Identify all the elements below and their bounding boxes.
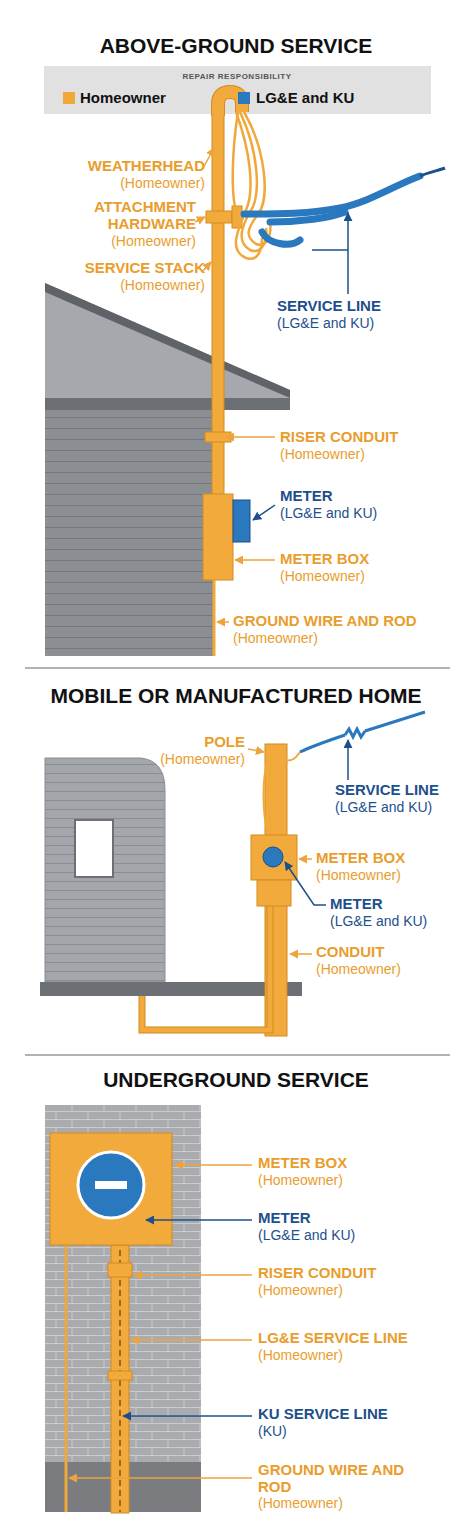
ground-wire — [213, 580, 216, 656]
part-name: KU SERVICE LINE — [258, 1406, 388, 1423]
meter-display — [95, 1181, 127, 1189]
part-name: SERVICE STACK — [85, 260, 205, 277]
responsibility-note: (Homeowner) — [258, 1173, 343, 1188]
conduit-coupling — [108, 1263, 132, 1277]
pole-meter — [263, 847, 283, 867]
roof-eave — [45, 398, 290, 410]
part-name: METER — [330, 896, 383, 913]
responsibility-note: (Homeowner) — [280, 569, 365, 584]
responsibility-note: (LG&E and KU) — [330, 914, 427, 929]
part-name: WEATHERHEAD — [88, 158, 205, 175]
window — [75, 820, 113, 877]
responsibility-note: (Homeowner) — [111, 234, 196, 249]
foundation — [40, 982, 302, 996]
meter — [233, 500, 250, 542]
part-name: RISER CONDUIT — [280, 429, 398, 446]
part-name: METER — [258, 1210, 311, 1227]
responsibility-note: (Homeowner) — [316, 962, 401, 977]
service-line-inside — [119, 1250, 121, 1512]
legend-swatch — [63, 92, 75, 104]
responsibility-note: (LG&E and KU) — [258, 1228, 355, 1243]
responsibility-note: (Homeowner) — [233, 631, 318, 646]
section-heading: MOBILE OR MANUFACTURED HOME — [1, 684, 471, 707]
part-name: METER BOX — [280, 551, 369, 568]
responsibility-note: (LG&E and KU) — [280, 506, 377, 521]
part-name: GROUND WIRE AND ROD — [233, 613, 417, 630]
responsibility-note: (Homeowner) — [160, 752, 245, 767]
attachment-hardware — [206, 211, 232, 223]
roof-edge — [45, 283, 290, 398]
pole-meter-box — [251, 835, 297, 880]
legend-swatch — [238, 92, 250, 104]
responsibility-note: (Homeowner) — [258, 1496, 343, 1511]
leader-lines — [69, 1165, 252, 1478]
pole-service-line — [300, 712, 425, 752]
responsibility-note: (Homeowner) — [120, 278, 205, 293]
responsibility-note: (KU) — [258, 1424, 287, 1439]
pole-wires — [264, 752, 301, 835]
ground-wire — [65, 1245, 68, 1512]
legend-text: LG&E and KU — [256, 90, 354, 107]
service-line-cable — [244, 176, 420, 244]
part-name: GROUND WIRE AND ROD — [258, 1462, 408, 1495]
meter-box — [50, 1133, 172, 1245]
part-name: METER — [280, 488, 333, 505]
part-name: CONDUIT — [316, 944, 384, 961]
part-name: SERVICE LINE — [277, 298, 381, 315]
responsibility-note: (Homeowner) — [258, 1348, 343, 1363]
part-name: RISER CONDUIT — [258, 1265, 376, 1282]
part-name: POLE — [204, 734, 245, 751]
roof — [45, 283, 290, 410]
section-heading: UNDERGROUND SERVICE — [1, 1068, 471, 1091]
mobile-home — [45, 758, 165, 982]
responsibility-note: (LG&E and KU) — [335, 800, 432, 815]
service-line-end — [420, 168, 445, 176]
responsibility-note: (Homeowner) — [120, 176, 205, 191]
pole-disconnect-box — [257, 880, 291, 906]
part-name: METER BOX — [316, 850, 405, 867]
responsibility-note: (Homeowner) — [280, 447, 365, 462]
part-name: SERVICE LINE — [335, 782, 439, 799]
part-name: METER BOX — [258, 1155, 347, 1172]
part-name: ATTACHMENT HARDWARE — [66, 199, 196, 232]
section-divider — [25, 1054, 450, 1056]
legend-heading: REPAIR RESPONSIBILITY — [87, 73, 387, 82]
responsibility-note: (Homeowner) — [258, 1283, 343, 1298]
responsibility-note: (Homeowner) — [316, 868, 401, 883]
part-name: LG&E SERVICE LINE — [258, 1330, 408, 1347]
conduit-coupling — [108, 1371, 132, 1380]
legend-text: Homeowner — [80, 90, 166, 107]
house-wall — [45, 408, 215, 656]
section-divider — [25, 667, 450, 669]
section-heading: ABOVE-GROUND SERVICE — [1, 34, 471, 57]
meter — [78, 1152, 144, 1218]
responsibility-note: (LG&E and KU) — [277, 316, 374, 331]
meter-box — [203, 494, 233, 580]
